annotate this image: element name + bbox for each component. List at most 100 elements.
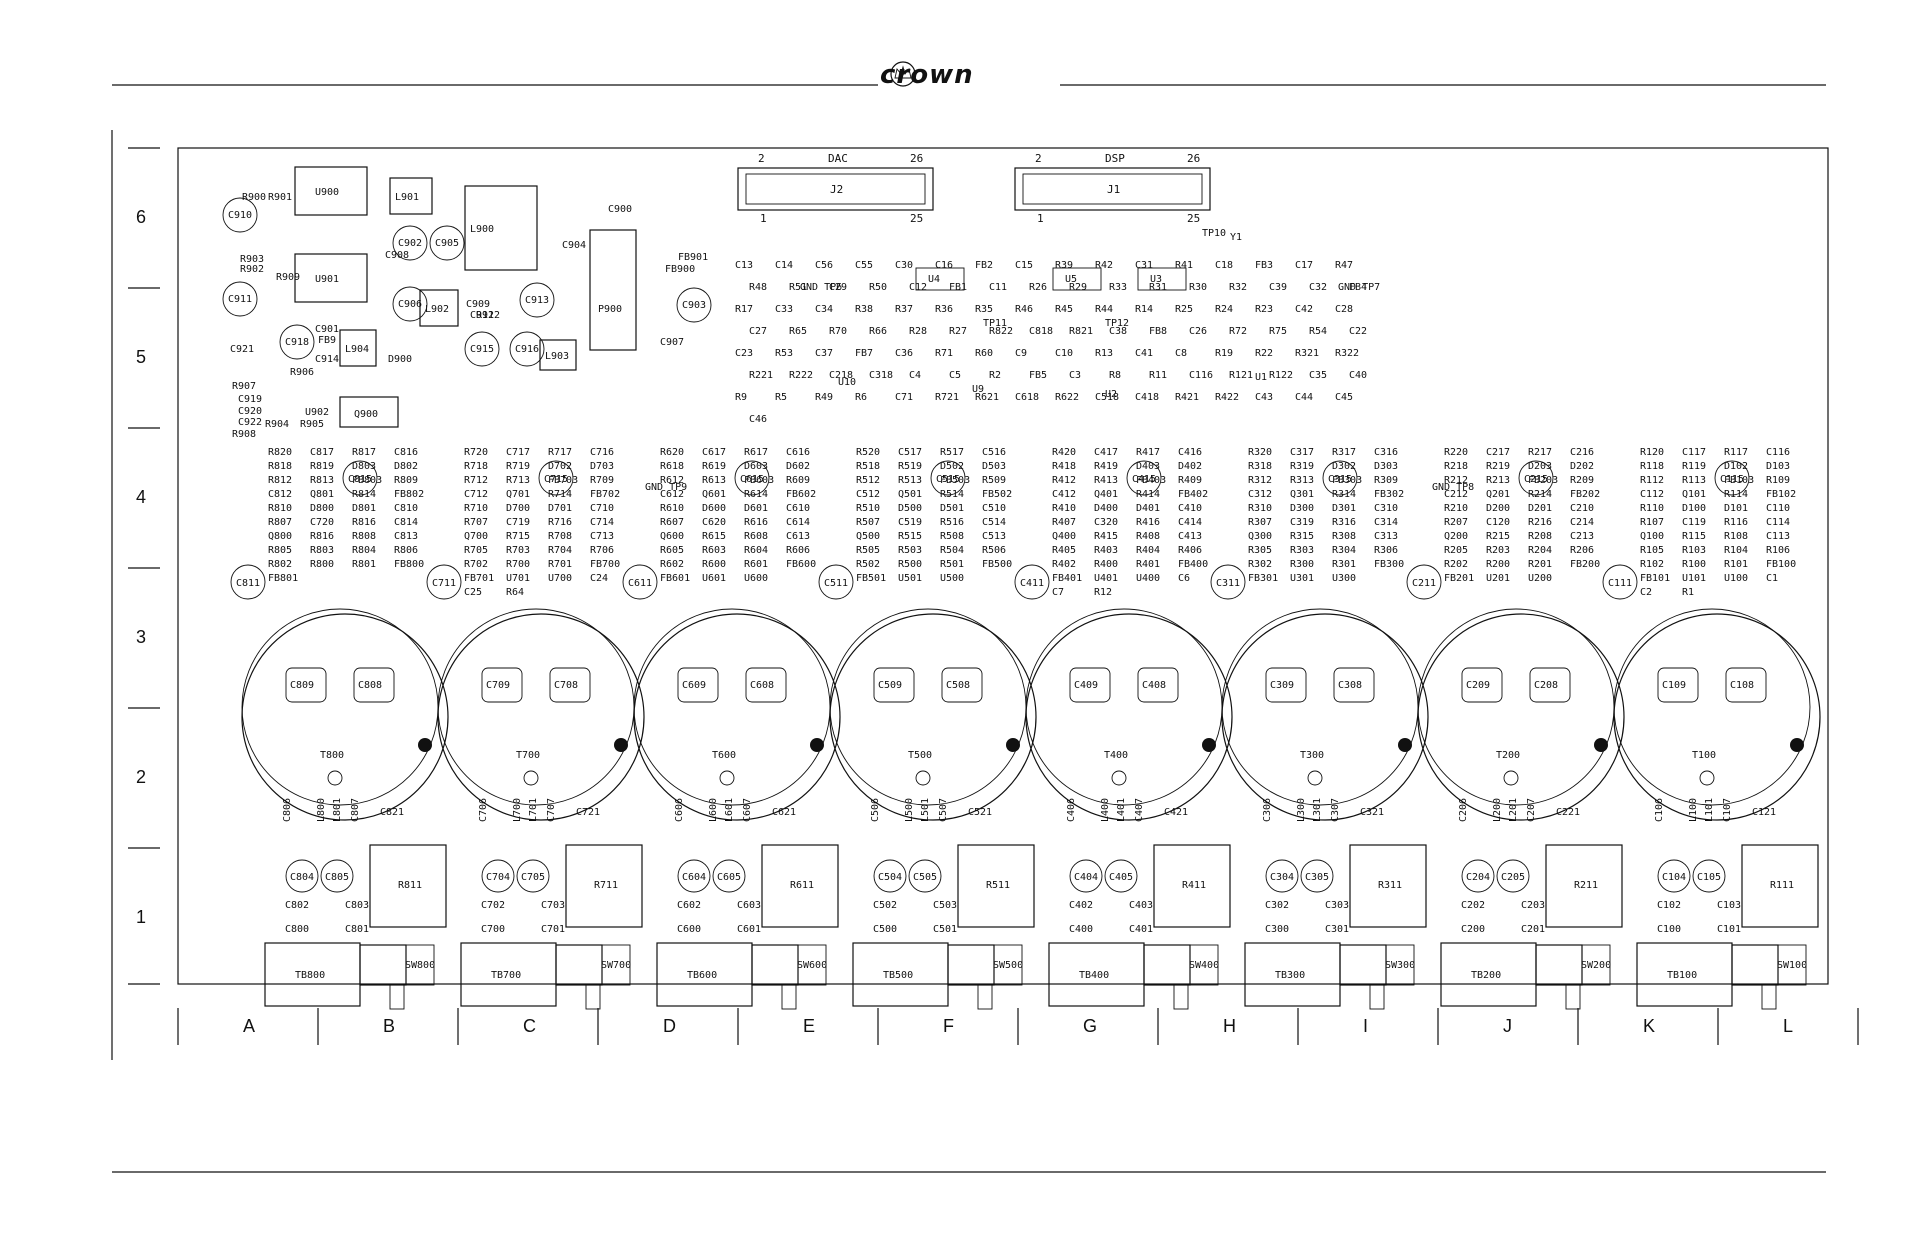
transformer-mount xyxy=(327,770,343,786)
capacitor-ref: C700 xyxy=(481,924,505,935)
capacitor-outline xyxy=(464,331,500,367)
capacitor-ref: C702 xyxy=(481,900,505,911)
ic-ref: Y1 xyxy=(1230,232,1242,243)
switch-actuator xyxy=(405,944,435,986)
component-label: D801 xyxy=(352,503,376,514)
row-label: 2 xyxy=(136,767,146,787)
capacitor-ref: C500 xyxy=(873,924,897,935)
component-label: C310 xyxy=(1374,503,1398,514)
transformer-ref: T400 xyxy=(1104,750,1128,761)
component-label: C514 xyxy=(982,517,1006,528)
capacitor-ref: C609 xyxy=(682,680,706,691)
component-label: R206 xyxy=(1570,545,1594,556)
component-label: C720 xyxy=(310,517,334,528)
transformer-ref: T100 xyxy=(1692,750,1716,761)
component-label: R719 xyxy=(506,461,530,472)
component-label: R802 xyxy=(268,559,292,570)
component-label: C719 xyxy=(506,517,530,528)
component-label: R313 xyxy=(1290,475,1314,486)
component-label: FB100 xyxy=(1766,559,1796,570)
transistor-body xyxy=(339,396,399,428)
capacitor-ref: C800 xyxy=(285,924,309,935)
component-label: R519 xyxy=(898,461,922,472)
component-label: R118 xyxy=(1640,461,1664,472)
capacitor-outline xyxy=(1104,859,1138,893)
capacitor-outline xyxy=(622,564,658,600)
capacitor-outline xyxy=(279,324,315,360)
capacitor-ref: C309 xyxy=(1270,680,1294,691)
capacitor-ref: C600 xyxy=(677,924,701,935)
component-label: D602 xyxy=(786,461,810,472)
resistor-body xyxy=(1349,844,1427,928)
capacitor-ref: C914 xyxy=(315,354,339,365)
component-label: FB802 xyxy=(394,489,424,500)
component-label: R306 xyxy=(1374,545,1398,556)
inductor-ref: L800 xyxy=(316,798,327,822)
bead-ref: FB9 xyxy=(318,335,336,346)
capacitor-ref: C515 xyxy=(936,474,960,485)
capacitor-outline xyxy=(1126,460,1162,496)
component-label: D302 xyxy=(1332,461,1356,472)
bead-ref: FB900 xyxy=(665,264,695,275)
inductor-body xyxy=(419,289,459,327)
board-outline xyxy=(177,147,1829,985)
component-label: R821 xyxy=(1069,326,1093,337)
capacitor-ref: C304 xyxy=(1270,872,1294,883)
row-label: 6 xyxy=(136,207,146,227)
component-label: R30 xyxy=(1189,282,1207,293)
capacitor-ref: C913 xyxy=(525,295,549,306)
component-label: C5 xyxy=(949,370,961,381)
switch-actuator xyxy=(601,944,631,986)
capacitor-ref: C910 xyxy=(228,210,252,221)
component-label: C8 xyxy=(1175,348,1187,359)
capacitor-outline xyxy=(429,225,465,261)
component-label: C814 xyxy=(394,517,418,528)
component-label: R618 xyxy=(660,461,684,472)
component-label: Q801 xyxy=(310,489,334,500)
capacitor-ref: C604 xyxy=(682,872,706,883)
column-label: D xyxy=(663,1016,676,1036)
component-label: FB403 xyxy=(1136,475,1166,486)
transistor-ref: Q900 xyxy=(354,409,378,420)
capacitor-outline xyxy=(1692,859,1726,893)
component-label: R9 xyxy=(735,392,747,403)
component-label: FB4 xyxy=(1349,282,1367,293)
switch-lever xyxy=(1173,984,1189,1010)
component-label: R709 xyxy=(590,475,614,486)
test-point-ref: GND TP7 xyxy=(1338,282,1380,293)
component-label: C43 xyxy=(1255,392,1273,403)
component-label: R200 xyxy=(1486,559,1510,570)
component-label: C18 xyxy=(1215,260,1233,271)
transformer-mount xyxy=(523,770,539,786)
component-label: C320 xyxy=(1094,517,1118,528)
transformer-mount xyxy=(1503,770,1519,786)
component-label: FB102 xyxy=(1766,489,1796,500)
capacitor-ref: C621 xyxy=(772,807,796,818)
component-label: R413 xyxy=(1094,475,1118,486)
component-label: R53 xyxy=(775,348,793,359)
component-label: R801 xyxy=(352,559,376,570)
component-label: D102 xyxy=(1724,461,1748,472)
capacitor-outline xyxy=(222,281,258,317)
component-label: U500 xyxy=(940,573,964,584)
capacitor-ref: C900 xyxy=(608,204,632,215)
transformer-mount xyxy=(1111,770,1127,786)
component-label: R70 xyxy=(829,326,847,337)
component-label: R45 xyxy=(1055,304,1073,315)
component-label: R505 xyxy=(856,545,880,556)
component-label: R506 xyxy=(982,545,1006,556)
capacitor-ref: C611 xyxy=(628,578,652,589)
component-label: R608 xyxy=(744,531,768,542)
capacitor-ref: C715 xyxy=(544,474,568,485)
component-label: C316 xyxy=(1374,447,1398,458)
component-label: R619 xyxy=(702,461,726,472)
component-label: C13 xyxy=(735,260,753,271)
component-label: C710 xyxy=(590,503,614,514)
capacitor-outline xyxy=(818,564,854,600)
capacitor-ref: C201 xyxy=(1521,924,1545,935)
component-label: C55 xyxy=(855,260,873,271)
component-label: Q300 xyxy=(1248,531,1272,542)
component-label: C2 xyxy=(1640,587,1652,598)
component-label: FB402 xyxy=(1178,489,1208,500)
switch-body xyxy=(751,944,799,986)
